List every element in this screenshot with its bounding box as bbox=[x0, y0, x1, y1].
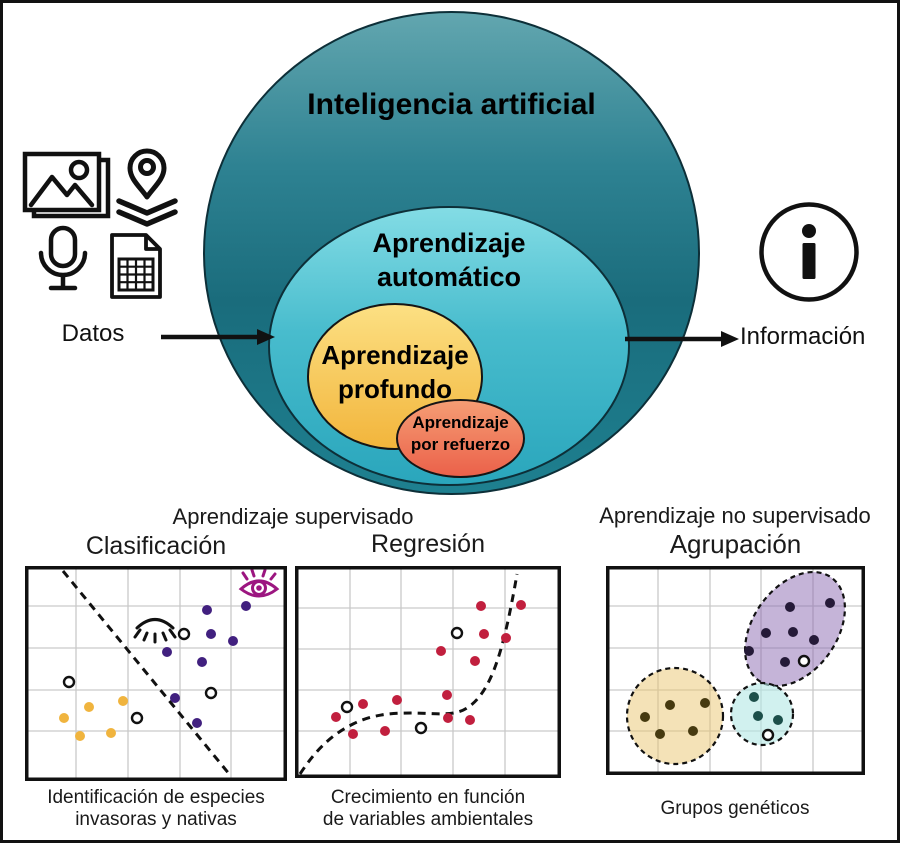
images-icon bbox=[22, 151, 112, 219]
eye-closed-icon bbox=[133, 618, 177, 644]
label-artificial-intelligence: Inteligencia artificial bbox=[203, 88, 700, 122]
scatter-series-puntos-cafes bbox=[640, 698, 710, 739]
label-line: Aprendizaje bbox=[321, 340, 469, 370]
grid-lines bbox=[295, 566, 561, 778]
label-reinforcement-learning: Aprendizaje por refuerzo bbox=[396, 412, 525, 456]
caption-line: invasoras y nativas bbox=[75, 808, 237, 830]
caption-line: Identificación de especies bbox=[47, 787, 265, 808]
arrow-right-icon bbox=[161, 325, 275, 349]
plot-background bbox=[25, 566, 287, 781]
label-deep-learning: Aprendizaje profundo bbox=[307, 338, 483, 406]
circle-reinforcement-learning bbox=[396, 399, 525, 478]
scatter-series-clase-morada bbox=[162, 601, 251, 728]
classification-plot bbox=[25, 566, 287, 781]
caption-line: de variables ambientales bbox=[322, 808, 534, 830]
plot-background bbox=[295, 566, 561, 778]
classification-caption: Identificación de especies invasoras y n… bbox=[6, 787, 306, 830]
decision-boundary-line bbox=[61, 570, 232, 776]
label-line: Inteligencia artificial bbox=[307, 88, 596, 121]
scatter-series-clase-amarilla bbox=[59, 696, 128, 741]
regression-plot bbox=[295, 566, 561, 778]
input-label: Datos bbox=[61, 320, 125, 347]
label-line: Aprendizaje bbox=[412, 413, 509, 432]
plot-border bbox=[25, 566, 287, 781]
header-supervised-learning: Aprendizaje supervisado bbox=[172, 504, 414, 529]
title-clustering: Agrupación bbox=[669, 529, 802, 559]
clustering-plot bbox=[606, 566, 865, 775]
output-label: Información bbox=[740, 323, 866, 350]
scatter-series-sin-etiqueta bbox=[62, 627, 218, 725]
info-icon bbox=[757, 200, 861, 304]
header-unsupervised-learning: Aprendizaje no supervisado bbox=[599, 503, 871, 528]
caption-line: Crecimiento en función bbox=[330, 787, 526, 808]
title-classification: Clasificación bbox=[85, 532, 227, 560]
eye-open-icon bbox=[238, 568, 280, 598]
label-machine-learning: Aprendizaje automático bbox=[268, 226, 630, 294]
plot-border bbox=[295, 566, 561, 778]
title-regression: Regresión bbox=[371, 530, 485, 558]
label-line: por refuerzo bbox=[410, 435, 511, 454]
arrow-right-icon bbox=[625, 327, 739, 351]
spreadsheet-icon bbox=[107, 232, 165, 300]
plot-border bbox=[606, 566, 865, 775]
label-line: profundo bbox=[337, 374, 453, 404]
scatter-series-observaciones bbox=[331, 600, 526, 739]
microphone-icon bbox=[36, 225, 90, 295]
label-line: Aprendizaje bbox=[372, 228, 526, 258]
scatter-series-puntos-morados bbox=[744, 598, 835, 667]
regression-caption: Crecimiento en función de variables ambi… bbox=[278, 787, 578, 830]
grupo-beige bbox=[625, 666, 725, 766]
label-line: automático bbox=[376, 262, 522, 292]
scatter-series-sin-etiqueta bbox=[761, 654, 811, 742]
scatter-series-puntos-verdes bbox=[749, 692, 783, 725]
clustering-caption: Grupos genéticos bbox=[660, 798, 810, 819]
scatter-series-sin-etiqueta bbox=[340, 626, 464, 735]
map-layers-icon bbox=[114, 146, 180, 230]
